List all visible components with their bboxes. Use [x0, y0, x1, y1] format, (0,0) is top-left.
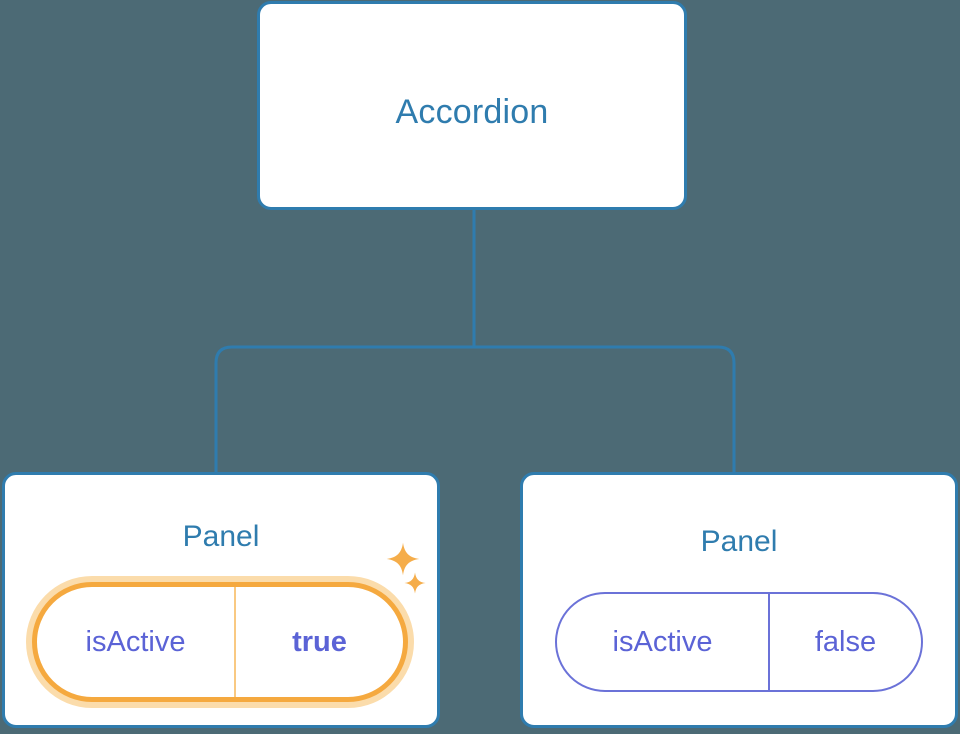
prop-value-label: false	[768, 594, 921, 690]
sparkle-small-icon	[404, 572, 426, 594]
prop-key-label: isActive	[85, 625, 186, 658]
prop-key-label: isActive	[612, 625, 713, 658]
node-accordion-title: Accordion	[395, 93, 549, 131]
node-panel-inactive-title: Panel	[700, 525, 778, 558]
prop-value-label: true	[234, 587, 403, 697]
node-panel-active-title: Panel	[182, 520, 260, 553]
connector-branch-bus	[214, 345, 736, 472]
sparkle-large-icon	[386, 542, 420, 576]
prop-pill-isactive-true[interactable]: isActive true	[32, 582, 408, 702]
node-accordion[interactable]: Accordion	[257, 1, 687, 210]
prop-pill-isactive-false[interactable]: isActive false	[555, 592, 923, 692]
